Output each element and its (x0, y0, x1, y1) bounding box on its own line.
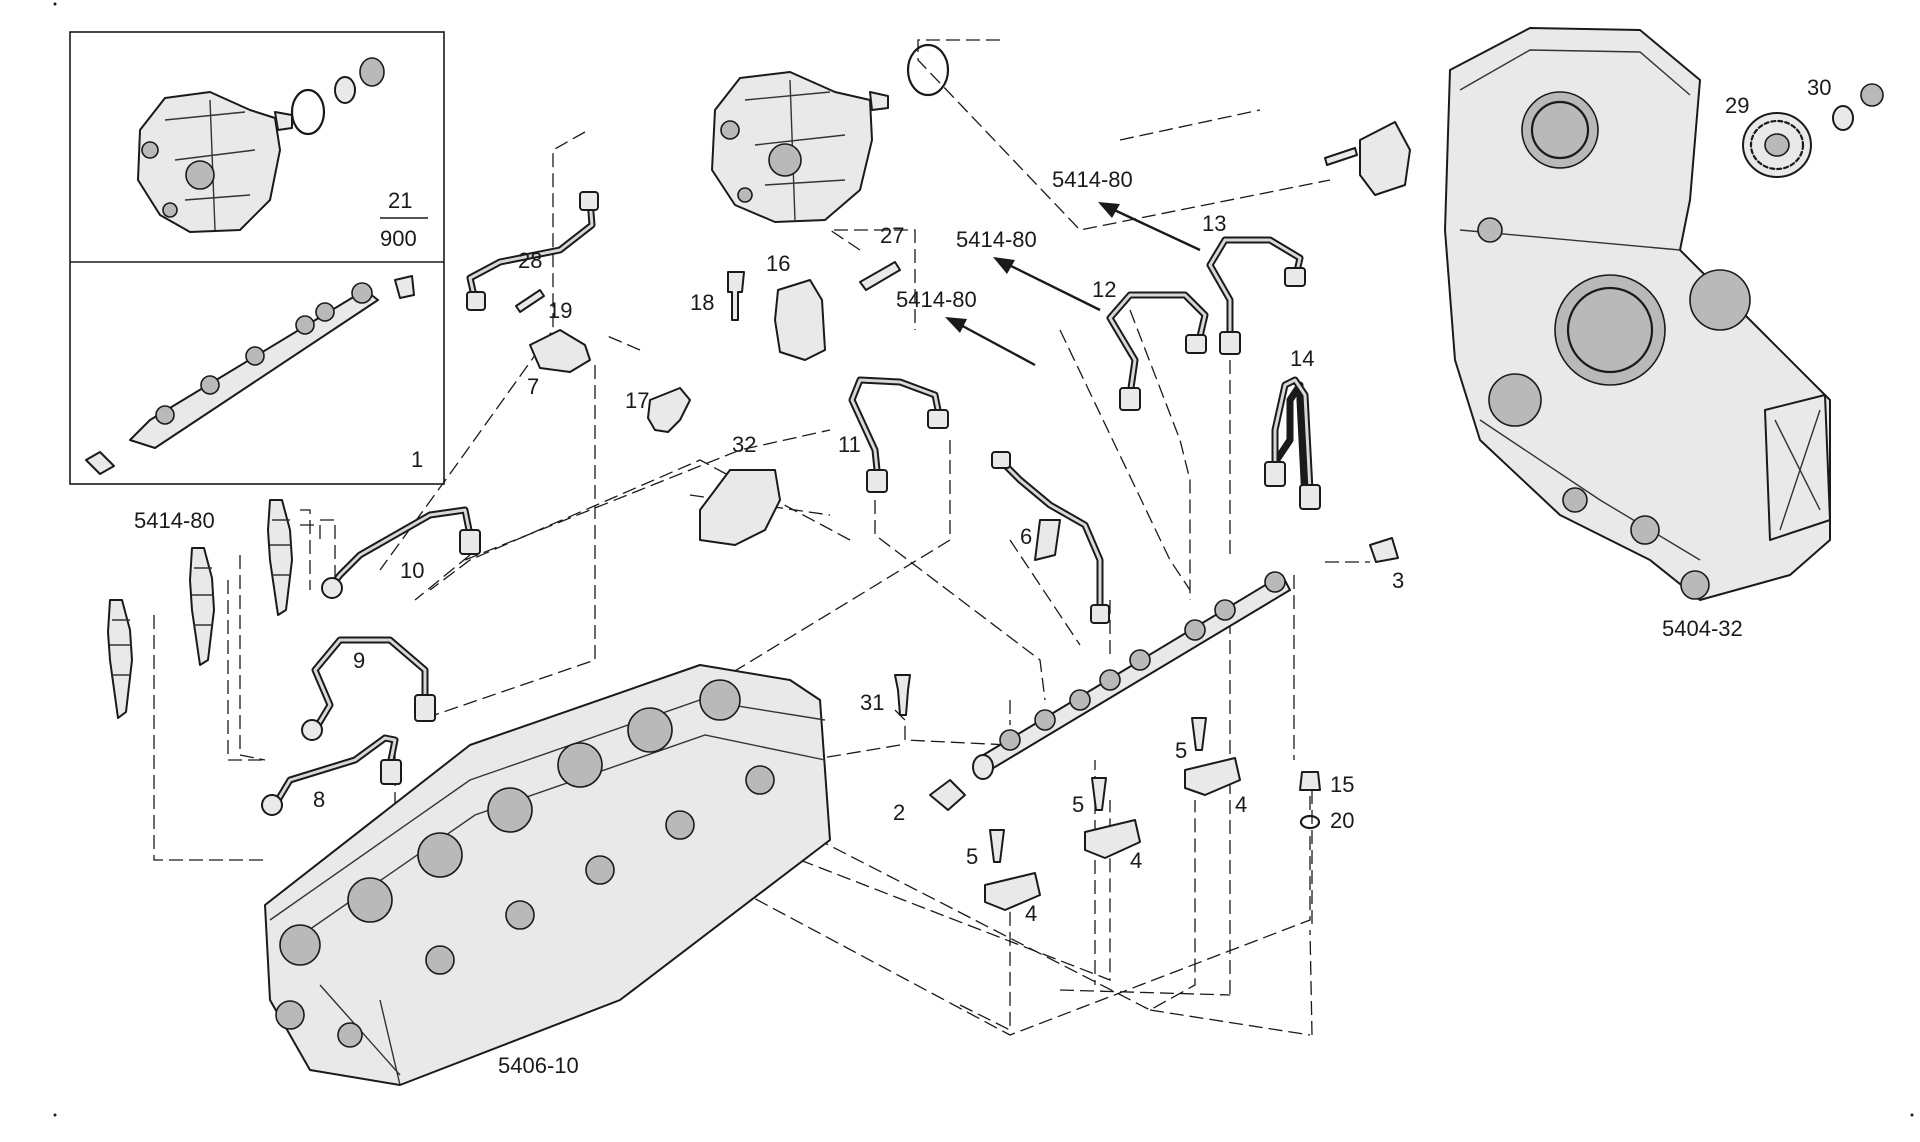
callout-16: 16 (766, 251, 790, 276)
callout-3: 3 (1392, 568, 1404, 593)
inset-rail-plug (394, 275, 415, 299)
reference-label-gear-case: 5404-32 (1662, 616, 1743, 641)
callout-21: 21 (388, 188, 412, 213)
callout-19: 19 (548, 298, 572, 323)
cover-plate (1359, 121, 1411, 196)
injector-1 (267, 499, 293, 616)
gear-29 (1742, 112, 1812, 178)
callout-6: 6 (1020, 524, 1032, 549)
callout-31: 31 (860, 690, 884, 715)
callout-15: 15 (1330, 772, 1354, 797)
cover-bolt (1324, 147, 1358, 166)
callout-29: 29 (1725, 93, 1749, 118)
support-4c (984, 872, 1041, 911)
bracket-16 (774, 279, 826, 361)
flange-7 (529, 329, 591, 373)
callout-8: 8 (313, 787, 325, 812)
callout-30: 30 (1807, 75, 1831, 100)
pipe-12 (1106, 291, 1209, 411)
callout-1: 1 (411, 447, 423, 472)
reference-arrow-mid (993, 257, 1101, 312)
plug-3 (1369, 537, 1399, 563)
bolt-5b (1091, 777, 1107, 811)
inset-o-ring (290, 88, 326, 136)
high-pressure-pump (711, 71, 889, 223)
callout-12: 12 (1092, 277, 1116, 302)
callout-27: 27 (880, 223, 904, 248)
reference-label-arrow-mid: 5414-80 (956, 227, 1037, 252)
reference-arrow-low (945, 317, 1036, 367)
pressure-sensor-2 (929, 779, 966, 811)
pipe-8 (261, 734, 402, 816)
corner-mark-bottom-left (53, 1113, 57, 1117)
callout-18: 18 (690, 290, 714, 315)
corner-mark-bottom-right (1910, 1113, 1914, 1117)
reference-label-arrow-top: 5414-80 (1052, 167, 1133, 192)
inset-nut (359, 57, 385, 87)
callout-32: 32 (732, 432, 756, 457)
callout-900: 900 (380, 226, 417, 251)
plate-32 (699, 469, 781, 546)
callout-4a: 4 (1235, 792, 1247, 817)
pipe-11 (848, 376, 949, 493)
bolt-27 (859, 261, 901, 291)
bolt-31 (894, 674, 911, 716)
bolt-19 (515, 289, 545, 313)
clamp-17 (647, 387, 691, 433)
callout-5a: 5 (1175, 738, 1187, 763)
washer-30 (1832, 105, 1854, 131)
cylinder-head (264, 664, 831, 1086)
inset-high-pressure-pump (137, 91, 293, 233)
inset-panel: 21 900 1 (69, 31, 445, 485)
callout-13: 13 (1202, 211, 1226, 236)
corner-mark-top-left (53, 2, 57, 6)
reference-label-injectors: 5414-80 (134, 508, 215, 533)
bolt-18 (727, 271, 745, 321)
callout-5c: 5 (966, 844, 978, 869)
callout-4b: 4 (1130, 848, 1142, 873)
callout-2: 2 (893, 800, 905, 825)
callout-10: 10 (400, 558, 424, 583)
nut-30 (1860, 83, 1884, 107)
reference-label-cylinder-head: 5406-10 (498, 1053, 579, 1078)
fuel-rail (972, 571, 1291, 780)
callout-11: 11 (838, 432, 861, 457)
injector-2 (189, 547, 215, 666)
pipe-10 (321, 506, 481, 599)
support-4a (1184, 757, 1241, 796)
pipe-28 (466, 191, 599, 311)
callout-14: 14 (1290, 346, 1314, 371)
inset-frame (69, 31, 445, 485)
bolt-5c (989, 829, 1005, 863)
reference-label-arrow-low: 5414-80 (896, 287, 977, 312)
gear-case (1444, 27, 1831, 601)
reference-arrow-top (1098, 202, 1201, 252)
pipe-6 (991, 451, 1110, 624)
callout-4c: 4 (1025, 901, 1037, 926)
callout-9: 9 (353, 648, 365, 673)
pipe-14 (1264, 376, 1321, 510)
pump-o-ring (906, 43, 950, 97)
inset-fuel-rail (129, 282, 379, 449)
inset-washer (334, 76, 356, 104)
callout-5b: 5 (1072, 792, 1084, 817)
inset-pressure-sensor (85, 451, 115, 475)
support-4b (1084, 819, 1141, 859)
callout-20: 20 (1330, 808, 1354, 833)
pipe-9 (301, 636, 436, 741)
injector-3 (107, 599, 133, 719)
callout-7: 7 (527, 374, 539, 399)
valve-15 (1299, 771, 1321, 791)
pipe-13 (1206, 236, 1306, 355)
callout-17: 17 (625, 388, 649, 413)
seal-20 (1299, 814, 1321, 830)
callout-28: 28 (518, 248, 542, 273)
bolt-5a (1191, 717, 1207, 751)
